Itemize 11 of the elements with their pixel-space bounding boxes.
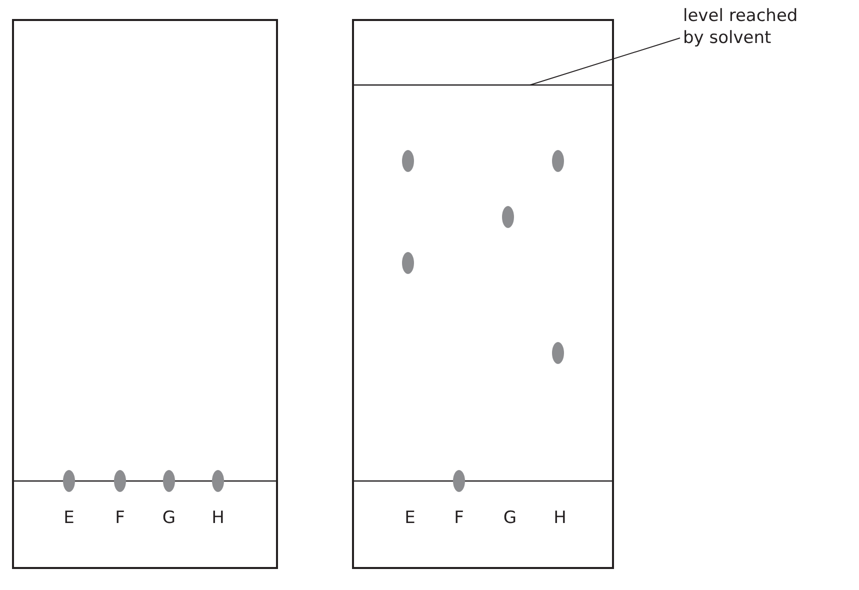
solvent-front-line (353, 84, 613, 86)
lane-letter: H (552, 508, 568, 528)
lane-letter: F (453, 508, 465, 528)
leader-line (530, 38, 680, 86)
lane-letter: G (502, 508, 518, 528)
annotation-text: level reached by solvent (683, 5, 815, 49)
lane-letter: E (404, 508, 416, 528)
lane-letter: H (210, 508, 226, 528)
lane-letter: E (62, 508, 76, 528)
lane-letter: F (114, 508, 126, 528)
lane-letter: G (161, 508, 177, 528)
